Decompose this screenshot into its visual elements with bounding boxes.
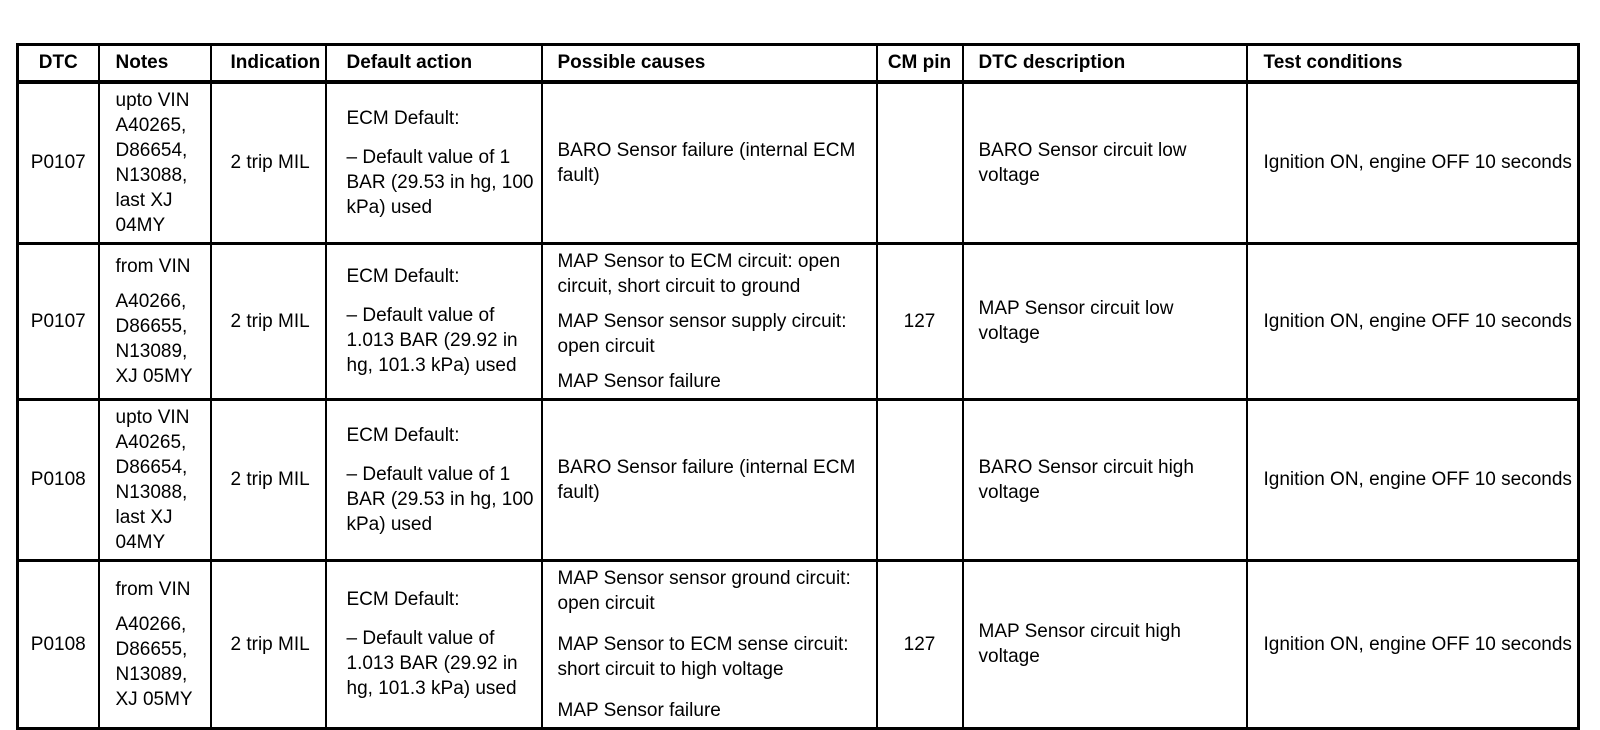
default-action-cell: ECM Default: – Default value of 1.013 BA…	[324, 558, 543, 730]
header-cell-indication: Indication	[209, 43, 327, 84]
default-action-paragraph: – Default value of 1 BAR (29.53 in hg, 1…	[346, 146, 534, 218]
header-cell-cm-pin: CM pin	[875, 43, 964, 84]
cm-pin-cell	[875, 80, 964, 245]
possible-cause-paragraph: MAP Sensor sensor ground circuit: open c…	[557, 567, 851, 614]
default-action-paragraph: – Default value of 1 BAR (29.53 in hg, 1…	[346, 463, 534, 535]
notes-cell: upto VIN A40265, D86654, N13088, last XJ…	[97, 397, 212, 562]
default-action-cell: ECM Default: – Default value of 1 BAR (2…	[324, 397, 543, 562]
default-action-paragraph: ECM Default:	[346, 107, 460, 129]
possible-causes-cell: BARO Sensor failure (internal ECM fault)	[540, 397, 878, 562]
default-action-paragraph: – Default value of 1.013 BAR (29.92 in h…	[346, 628, 518, 699]
cm-pin-cell: 127	[875, 558, 964, 730]
notes-paragraph: A40266, D86655, N13089, XJ 05MY	[115, 613, 193, 710]
possible-cause-paragraph: BARO Sensor failure (internal ECM fault)	[557, 456, 856, 503]
cm-pin-cell	[875, 397, 964, 562]
indication-cell: 2 trip MIL	[209, 80, 327, 245]
dtc-table: DTC Notes Indication Default action Poss…	[16, 43, 1580, 730]
table-row: P0107 from VIN A40266, D86655, N13089, X…	[16, 241, 1580, 401]
notes-paragraph: upto VIN A40265, D86654, N13088, last XJ…	[115, 89, 190, 236]
header-cell-default-action: Default action	[324, 43, 543, 84]
dtc-table-container: DTC Notes Indication Default action Poss…	[16, 43, 1580, 730]
possible-cause-paragraph: MAP Sensor sensor supply circuit: open c…	[557, 310, 847, 357]
dtc-description-cell: BARO Sensor circuit high voltage	[961, 397, 1248, 562]
header-cell-dtc: DTC	[16, 43, 100, 84]
indication-cell: 2 trip MIL	[209, 397, 327, 562]
notes-paragraph: from VIN	[115, 578, 191, 600]
test-conditions-cell: Ignition ON, engine OFF 10 seconds	[1245, 558, 1580, 730]
indication-cell: 2 trip MIL	[209, 241, 327, 401]
dtc-description-cell: MAP Sensor circuit high voltage	[961, 558, 1248, 730]
default-action-cell: ECM Default: – Default value of 1.013 BA…	[324, 241, 543, 401]
default-action-paragraph: ECM Default:	[346, 589, 460, 610]
test-conditions-cell: Ignition ON, engine OFF 10 seconds	[1245, 80, 1580, 245]
possible-causes-cell: MAP Sensor to ECM circuit: open circuit,…	[540, 241, 878, 401]
default-action-cell: ECM Default: – Default value of 1 BAR (2…	[324, 80, 543, 245]
possible-causes-cell: MAP Sensor sensor ground circuit: open c…	[540, 558, 878, 730]
table-row: P0108 upto VIN A40265, D86654, N13088, l…	[16, 397, 1580, 562]
header-cell-notes: Notes	[97, 43, 212, 84]
indication-cell: 2 trip MIL	[209, 558, 327, 730]
dtc-code-cell: P0108	[16, 558, 100, 730]
test-conditions-cell: Ignition ON, engine OFF 10 seconds	[1245, 241, 1580, 401]
dtc-code-cell: P0107	[16, 80, 100, 245]
default-action-paragraph: ECM Default:	[346, 424, 460, 446]
notes-paragraph: A40266, D86655, N13089, XJ 05MY	[115, 290, 193, 387]
dtc-code-cell: P0107	[16, 241, 100, 401]
possible-cause-paragraph: BARO Sensor failure (internal ECM fault)	[557, 139, 856, 186]
table-row: P0108 from VIN A40266, D86655, N13089, X…	[16, 558, 1580, 730]
header-cell-dtc-description: DTC description	[961, 43, 1248, 84]
header-row: DTC Notes Indication Default action Poss…	[16, 43, 1580, 84]
possible-causes-cell: BARO Sensor failure (internal ECM fault)	[540, 80, 878, 245]
possible-cause-paragraph: MAP Sensor to ECM sense circuit: short c…	[557, 633, 849, 680]
notes-paragraph: from VIN	[115, 255, 191, 277]
notes-cell: upto VIN A40265, D86654, N13088, last XJ…	[97, 80, 212, 245]
header-cell-possible-causes: Possible causes	[540, 43, 878, 84]
dtc-description-cell: MAP Sensor circuit low voltage	[961, 241, 1248, 401]
notes-cell: from VIN A40266, D86655, N13089, XJ 05MY	[97, 241, 212, 401]
default-action-paragraph: – Default value of 1.013 BAR (29.92 in h…	[346, 305, 518, 376]
table-row: P0107 upto VIN A40265, D86654, N13088, l…	[16, 80, 1580, 245]
possible-cause-paragraph: MAP Sensor failure	[557, 370, 721, 392]
dtc-code-cell: P0108	[16, 397, 100, 562]
test-conditions-cell: Ignition ON, engine OFF 10 seconds	[1245, 397, 1580, 562]
possible-cause-paragraph: MAP Sensor to ECM circuit: open circuit,…	[557, 250, 841, 297]
cm-pin-cell: 127	[875, 241, 964, 401]
dtc-description-cell: BARO Sensor circuit low voltage	[961, 80, 1248, 245]
notes-paragraph: upto VIN A40265, D86654, N13088, last XJ…	[115, 406, 190, 553]
possible-cause-paragraph: MAP Sensor failure	[557, 699, 721, 721]
header-cell-test-conditions: Test conditions	[1245, 43, 1580, 84]
notes-cell: from VIN A40266, D86655, N13089, XJ 05MY	[97, 558, 212, 730]
default-action-paragraph: ECM Default:	[346, 266, 460, 287]
